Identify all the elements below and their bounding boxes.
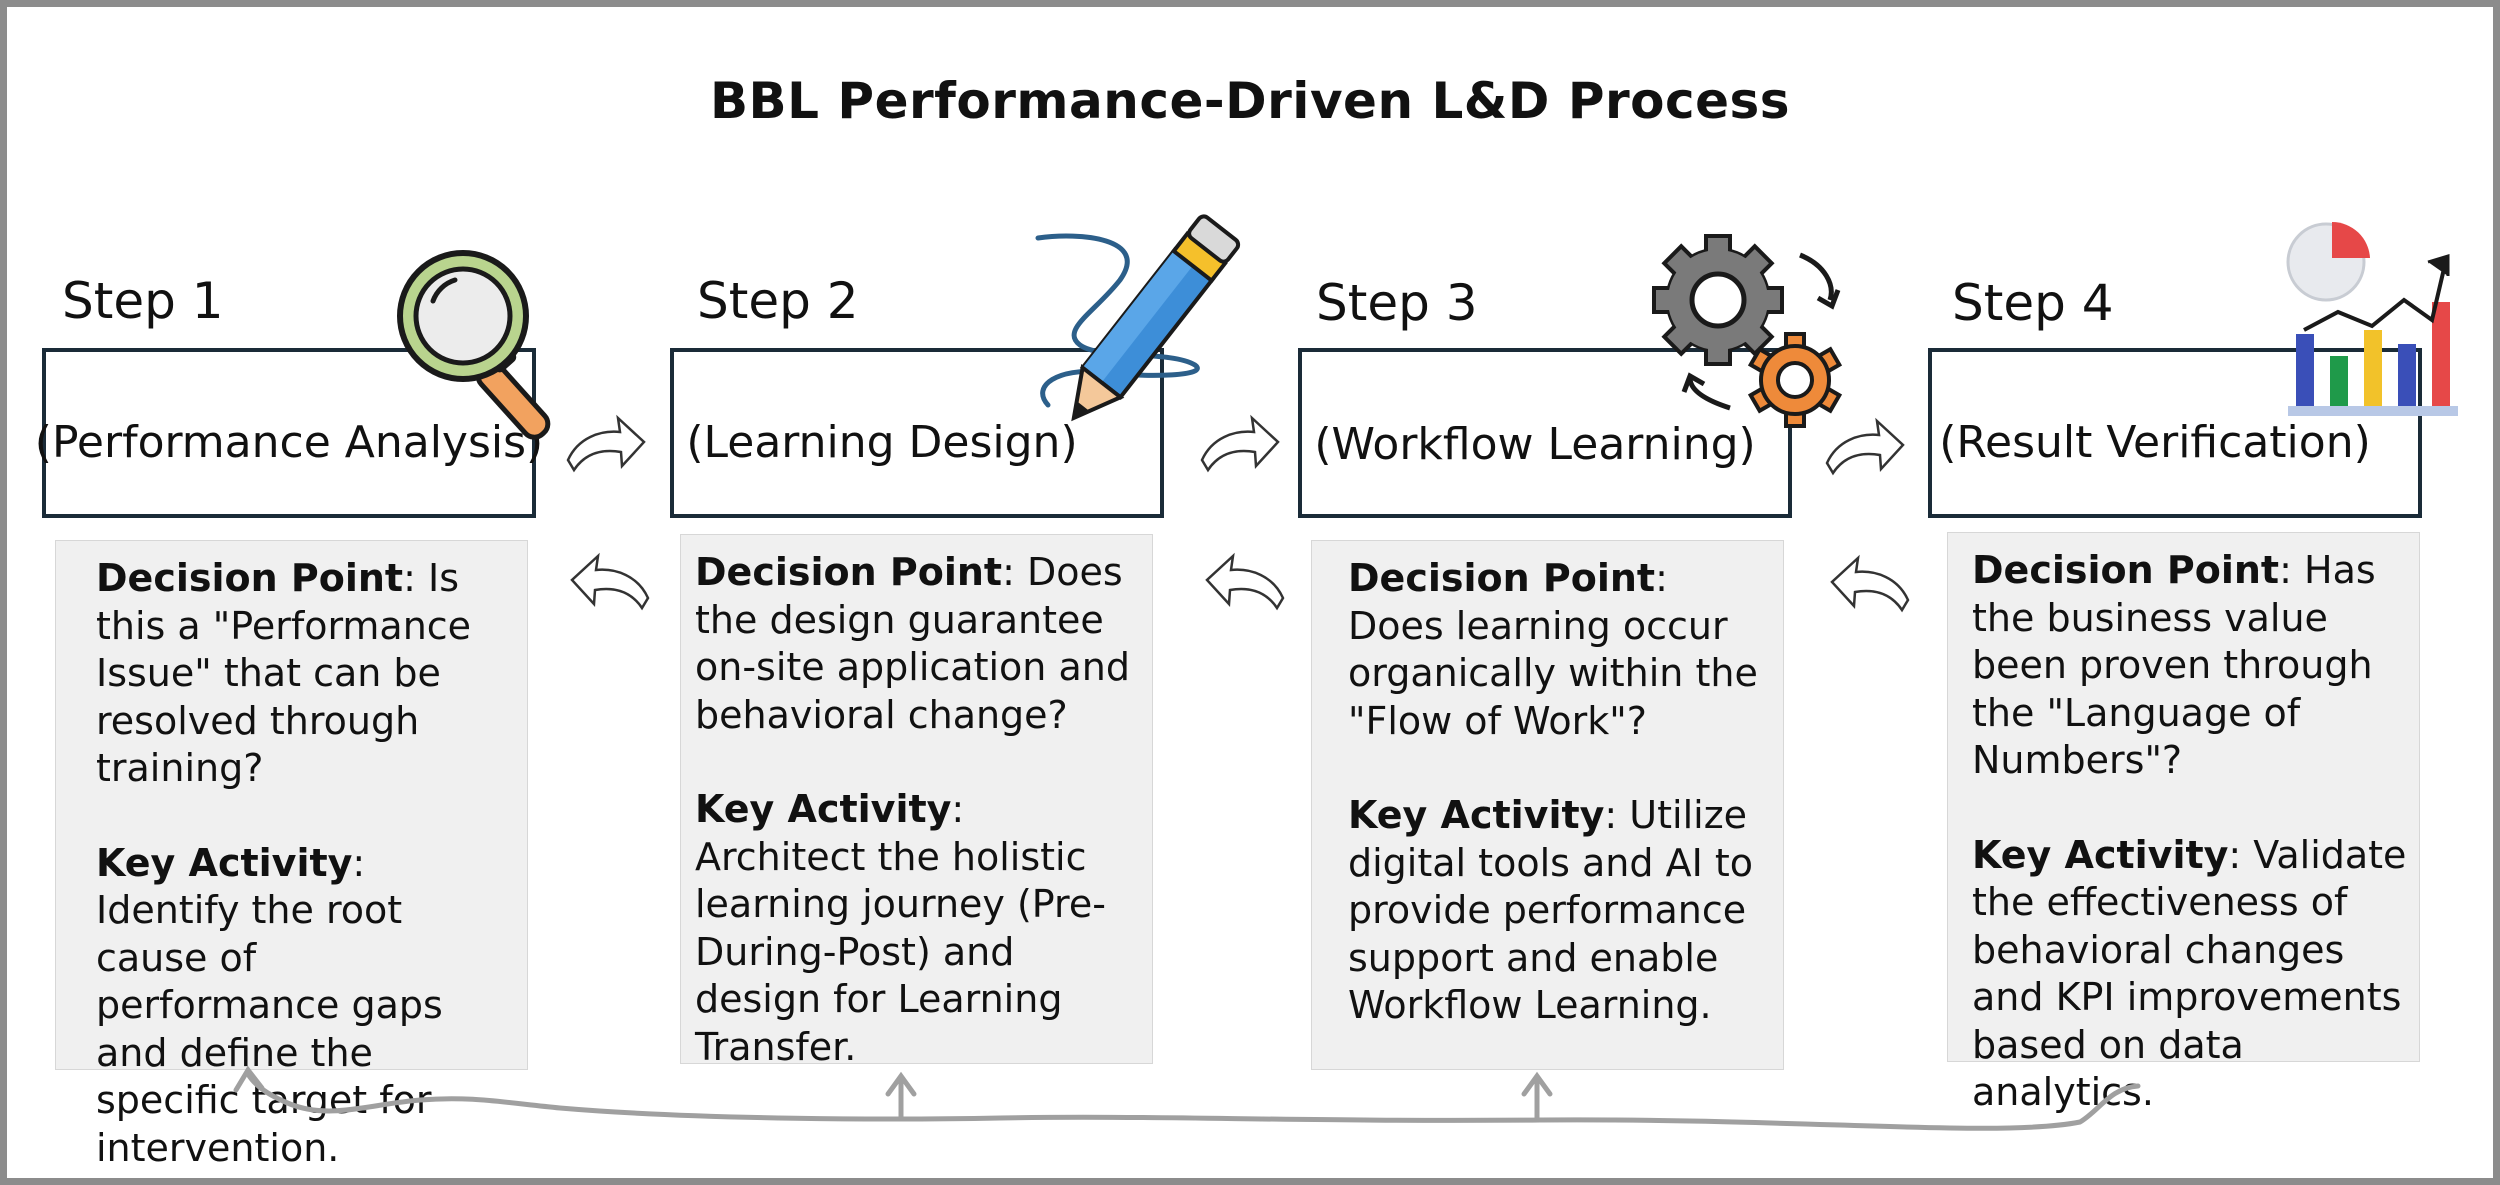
magnifying-glass-icon <box>397 250 551 440</box>
step-1-description: Decision Point: Is this a "Performance I… <box>55 540 528 1170</box>
key-activity-text: : Validate the effectiveness of behavior… <box>1972 832 2407 1115</box>
key-activity-label: Key Activity <box>1348 793 1605 837</box>
key-activity-text: : Identify the root cause of performance… <box>96 840 443 1170</box>
forward-arrow-icon <box>566 416 646 472</box>
backward-arrow-icon <box>570 554 650 610</box>
decision-point-text: : Does the design guarantee on-site appl… <box>695 550 1130 737</box>
decision-point-label: Decision Point <box>96 556 404 600</box>
step-3-name: (Workflow Learning) <box>1314 418 1756 470</box>
step-2-label: Step 2 <box>697 272 859 330</box>
step-2-box: (Learning Design) <box>670 348 1164 518</box>
step-2-decision: Decision Point: Does the design guarante… <box>695 549 1134 739</box>
step-4-name: (Result Verification) <box>1939 416 2371 468</box>
step-3-box: (Workflow Learning) <box>1298 348 1792 518</box>
backward-arrows <box>570 554 1910 612</box>
step-1-decision: Decision Point: Is this a "Performance I… <box>96 555 509 793</box>
step-1-label: Step 1 <box>62 272 224 330</box>
step-1-activity: Key Activity: Identify the root cause of… <box>96 840 509 1173</box>
step-4-box: (Result Verification) <box>1928 348 2422 518</box>
bar-chart-icon <box>2286 221 2458 416</box>
feedback-loop-line <box>233 1065 2141 1131</box>
decision-point-label: Decision Point <box>1348 556 1656 600</box>
step-4-description: Decision Point: Has the business value b… <box>1947 532 2420 1114</box>
step-3-description: Decision Point: Does learning occur orga… <box>1311 540 1784 1070</box>
step-3-decision: Decision Point: Does learning occur orga… <box>1348 555 1765 745</box>
forward-arrow-icon <box>1825 419 1905 475</box>
step-2-name: (Learning Design) <box>686 416 1078 468</box>
step-1-box: (Performance Analysis) <box>35 348 543 518</box>
step-2-description: Decision Point: Does the design guarante… <box>680 534 1153 1069</box>
key-activity-text: : Utilize digital tools and AI to provid… <box>1348 793 1754 1027</box>
step-3-label: Step 3 <box>1316 274 1478 332</box>
step-2-activity: Key Activity: Architect the holistic lea… <box>695 786 1134 1071</box>
key-activity-label: Key Activity <box>695 787 952 831</box>
diagram-title: BBL Performance-Driven L&D Process <box>709 72 1791 130</box>
backward-arrow-icon <box>1830 556 1910 612</box>
pencil-icon <box>1035 214 1241 422</box>
key-activity-label: Key Activity <box>1972 832 2229 877</box>
gears-icon <box>1652 234 1843 428</box>
step-1-name: (Performance Analysis) <box>34 416 544 468</box>
step-3-activity: Key Activity: Utilize digital tools and … <box>1348 792 1765 1030</box>
step-4-activity: Key Activity: Validate the effectiveness… <box>1972 832 2413 1117</box>
decision-point-text: : Is this a "Performance Issue" that can… <box>96 556 472 790</box>
step-4-label: Step 4 <box>1952 274 2114 332</box>
forward-arrow-icon <box>1200 416 1280 472</box>
step-4-decision: Decision Point: Has the business value b… <box>1972 547 2413 785</box>
key-activity-text: : Architect the holistic learning journe… <box>695 787 1106 1069</box>
decision-point-text: : Does learning occur organically within… <box>1348 556 1758 743</box>
key-activity-label: Key Activity <box>96 840 353 885</box>
forward-arrows <box>566 416 1905 475</box>
backward-arrow-icon <box>1205 554 1285 610</box>
decision-point-label: Decision Point <box>695 550 1003 594</box>
decision-point-label: Decision Point <box>1972 548 2280 592</box>
decision-point-text: : Has the business value been proven thr… <box>1972 548 2376 782</box>
